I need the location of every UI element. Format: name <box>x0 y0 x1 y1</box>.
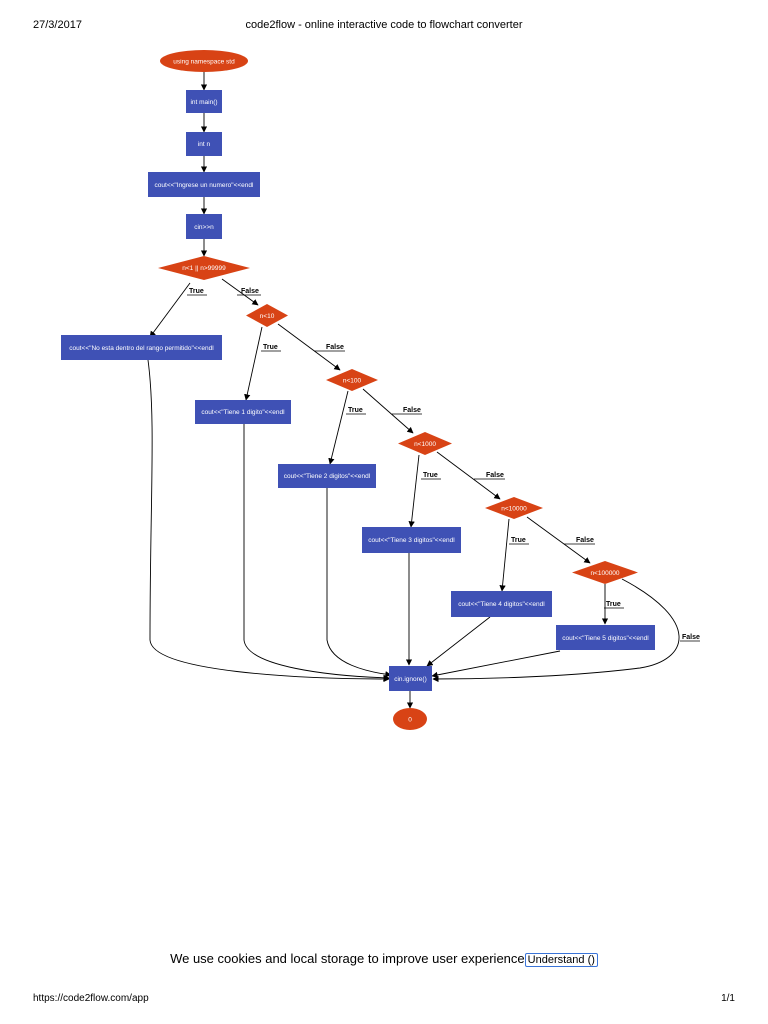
edge-d1-false <box>277 323 341 371</box>
understand-button[interactable]: Understand () <box>524 953 598 967</box>
svg-text:n<10: n<10 <box>260 313 275 320</box>
node-d3: n<1000 <box>398 432 452 455</box>
label-false-d2: False <box>392 407 422 415</box>
label-false-d0: False <box>237 288 261 296</box>
edge-d3-true <box>408 454 420 528</box>
svg-text:False: False <box>326 344 344 351</box>
svg-text:cout<<"No esta dentro del rang: cout<<"No esta dentro del rango permitid… <box>69 345 214 352</box>
label-true-d2: True <box>346 407 366 415</box>
svg-text:cout<<"Ingrese un numero"<<end: cout<<"Ingrese un numero"<<endl <box>155 182 254 189</box>
svg-text:True: True <box>423 472 438 479</box>
node-out1: cout<<"Tiene 1 digito"<<endl <box>195 400 291 424</box>
label-false-d1: False <box>314 344 345 352</box>
node-end: 0 <box>393 708 427 730</box>
svg-text:cout<<"Tiene 5 digitos"<<endl: cout<<"Tiene 5 digitos"<<endl <box>562 635 649 642</box>
svg-text:n<100000: n<100000 <box>590 570 619 577</box>
node-ignore: cin.ignore() <box>389 666 432 691</box>
svg-text:cin>>n: cin>>n <box>194 224 214 231</box>
edge-d0-true <box>149 282 191 338</box>
svg-text:using namespace std: using namespace std <box>173 59 235 66</box>
page-number: 1/1 <box>721 993 735 1004</box>
svg-text:False: False <box>576 537 594 544</box>
edge-d1-true <box>244 326 263 401</box>
svg-text:n<1000: n<1000 <box>414 441 436 448</box>
svg-text:True: True <box>263 344 278 351</box>
edge-d2-false <box>362 388 414 434</box>
label-false-d4: False <box>564 537 595 545</box>
label-false-d5: False <box>680 634 700 642</box>
label-false-d3: False <box>474 472 505 480</box>
node-out2: cout<<"Tiene 2 digitos"<<endl <box>278 464 376 488</box>
edge-out0-ignore <box>147 359 390 683</box>
node-cin: cin>>n <box>186 214 222 239</box>
svg-text:cout<<"Tiene 2 digitos"<<endl: cout<<"Tiene 2 digitos"<<endl <box>284 473 371 480</box>
node-prompt: cout<<"Ingrese un numero"<<endl <box>148 172 260 197</box>
node-d5: n<100000 <box>572 561 638 584</box>
edge-out1-ignore <box>243 424 390 681</box>
svg-text:n<1 || n>99999: n<1 || n>99999 <box>182 265 226 272</box>
svg-text:cout<<"Tiene 4 digitos"<<endl: cout<<"Tiene 4 digitos"<<endl <box>458 601 545 608</box>
svg-text:cout<<"Tiene 3 digitos"<<endl: cout<<"Tiene 3 digitos"<<endl <box>368 537 455 544</box>
edge-d5-false <box>432 578 680 683</box>
svg-text:True: True <box>348 407 363 414</box>
svg-text:False: False <box>486 472 504 479</box>
node-out5: cout<<"Tiene 5 digitos"<<endl <box>556 625 655 650</box>
node-decl: int n <box>186 132 222 156</box>
edge-out5-ignore <box>431 650 561 679</box>
print-date: 27/3/2017 <box>33 19 82 31</box>
edge-out4-ignore <box>426 616 491 667</box>
node-d4: n<10000 <box>485 497 543 519</box>
svg-text:0: 0 <box>408 717 412 724</box>
node-d1: n<10 <box>246 304 288 327</box>
svg-text:True: True <box>189 288 204 295</box>
svg-text:False: False <box>241 288 259 295</box>
node-out3: cout<<"Tiene 3 digitos"<<endl <box>362 527 461 553</box>
cookie-text: We use cookies and local storage to impr… <box>170 951 525 966</box>
print-title: code2flow - online interactive code to f… <box>245 19 523 31</box>
edge-d0-false <box>221 278 259 306</box>
node-start: using namespace std <box>160 50 248 72</box>
print-url: https://code2flow.com/app <box>33 993 149 1004</box>
svg-text:False: False <box>682 634 700 641</box>
svg-text:n<100: n<100 <box>343 378 362 385</box>
edge-d4-false <box>526 516 591 564</box>
cookie-banner: We use cookies and local storage to impr… <box>0 951 768 967</box>
node-d0: n<1 || n>99999 <box>158 256 250 280</box>
node-out0: cout<<"No esta dentro del rango permitid… <box>61 335 222 360</box>
svg-text:cin.ignore(): cin.ignore() <box>394 676 427 683</box>
edge-d4-true <box>499 518 510 592</box>
svg-text:True: True <box>606 601 621 608</box>
svg-text:cout<<"Tiene 1 digito"<<endl: cout<<"Tiene 1 digito"<<endl <box>201 409 285 416</box>
edge-out2-ignore <box>326 488 392 678</box>
svg-text:int main(): int main() <box>190 99 217 106</box>
svg-text:True: True <box>511 537 526 544</box>
node-main: int main() <box>186 90 222 113</box>
label-true-d4: True <box>509 537 529 545</box>
node-out4: cout<<"Tiene 4 digitos"<<endl <box>451 591 552 617</box>
label-true-d0: True <box>187 288 207 296</box>
label-true-d3: True <box>421 472 441 480</box>
label-true-d5: True <box>604 601 624 609</box>
edge-d3-false <box>436 451 501 500</box>
node-d2: n<100 <box>326 369 378 391</box>
svg-text:int n: int n <box>198 141 211 148</box>
label-true-d1: True <box>261 344 281 352</box>
svg-text:False: False <box>403 407 421 414</box>
svg-text:n<10000: n<10000 <box>501 506 527 513</box>
edge-d2-true <box>328 390 349 465</box>
